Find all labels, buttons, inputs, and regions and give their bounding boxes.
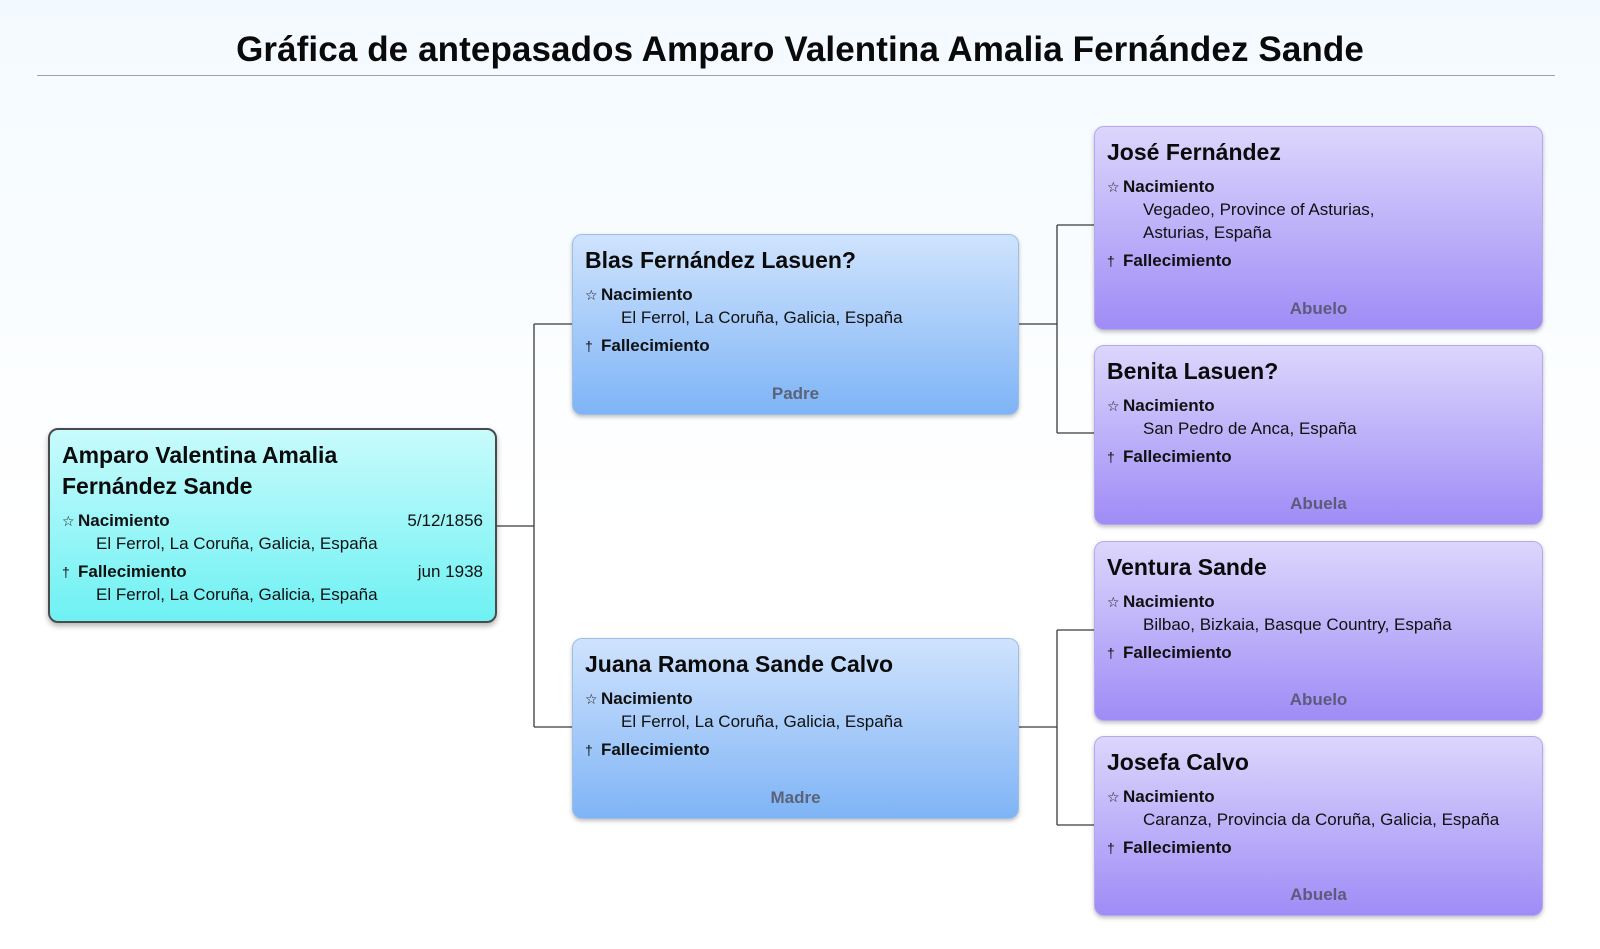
star-outline-icon: ☆ [1107,398,1120,414]
death-event: † Fallecimiento [585,335,1006,357]
death-label: Fallecimiento [1123,447,1232,466]
birth-place: San Pedro de Anca, España [1143,419,1357,438]
person-card-father[interactable]: Blas Fernández Lasuen? ☆ Nacimiento El F… [572,234,1019,415]
person-name: Josefa Calvo [1107,749,1249,775]
star-outline-icon: ☆ [1107,789,1120,805]
connector-father-grandparents [1019,224,1094,434]
birth-place: Bilbao, Bizkaia, Basque Country, España [1143,615,1452,634]
person-name: Amparo Valentina Amalia Fernández Sande [62,442,338,499]
birth-place-line1: Vegadeo, Province of Asturias, [1143,200,1375,219]
star-outline-icon: ☆ [1107,594,1120,610]
dagger-cross-icon: † [585,742,593,758]
dagger-cross-icon: † [1107,645,1115,661]
person-name: Benita Lasuen? [1107,358,1279,384]
dagger-cross-icon: † [1107,253,1115,269]
relationship-label: Madre [770,788,821,807]
person-name: José Fernández [1107,139,1281,165]
death-label: Fallecimiento [1123,643,1232,662]
person-card-maternal-grandfather[interactable]: Ventura Sande ☆ Nacimiento Bilbao, Bizka… [1094,541,1543,721]
birth-event: ☆ Nacimiento El Ferrol, La Coruña, Galic… [585,284,1006,329]
birth-place: El Ferrol, La Coruña, Galicia, España [96,534,378,553]
relationship-label: Abuela [1290,885,1347,904]
relationship-label: Padre [771,384,820,403]
person-card-maternal-grandmother[interactable]: Josefa Calvo ☆ Nacimiento Caranza, Provi… [1094,736,1543,916]
death-label: Fallecimiento [1123,838,1232,857]
birth-event: ☆ Nacimiento El Ferrol, La Coruña, Galic… [585,688,1006,733]
birth-date: 5/12/1856 [407,511,483,530]
birth-label: Nacimiento [601,285,693,304]
star-outline-icon: ☆ [585,691,598,707]
star-outline-icon: ☆ [1107,179,1120,195]
birth-event: ☆ Nacimiento Vegadeo, Province of Asturi… [1107,176,1530,244]
death-place: El Ferrol, La Coruña, Galicia, España [96,585,378,604]
person-card-mother[interactable]: Juana Ramona Sande Calvo ☆ Nacimiento El… [572,638,1019,819]
person-name: Ventura Sande [1107,554,1267,580]
relationship-label: Abuela [1290,494,1347,513]
death-event: † Fallecimiento [1107,250,1530,272]
birth-label: Nacimiento [78,511,170,530]
person-card-root[interactable]: Amparo Valentina Amalia Fernández Sande … [48,428,497,623]
dagger-cross-icon: † [585,338,593,354]
star-outline-icon: ☆ [585,287,598,303]
death-event: † Fallecimiento [585,739,1006,761]
death-event: † Fallecimiento jun 1938 El Ferrol, La C… [62,561,483,606]
title-divider [37,75,1555,76]
dagger-cross-icon: † [1107,449,1115,465]
death-label: Fallecimiento [601,740,710,759]
death-label: Fallecimiento [1123,251,1232,270]
birth-label: Nacimiento [1123,177,1215,196]
dagger-cross-icon: † [62,564,70,580]
death-event: † Fallecimiento [1107,837,1530,859]
person-card-paternal-grandfather[interactable]: José Fernández ☆ Nacimiento Vegadeo, Pro… [1094,126,1543,330]
person-name: Blas Fernández Lasuen? [585,247,856,273]
birth-event: ☆ Nacimiento Bilbao, Bizkaia, Basque Cou… [1107,591,1530,636]
chart-title: Gráfica de antepasados Amparo Valentina … [236,30,1364,69]
death-label: Fallecimiento [78,562,187,581]
person-name: Juana Ramona Sande Calvo [585,651,894,677]
dagger-cross-icon: † [1107,840,1115,856]
birth-event: ☆ Nacimiento 5/12/1856 El Ferrol, La Cor… [62,510,483,555]
connector-root-parents [497,323,572,728]
person-card-paternal-grandmother[interactable]: Benita Lasuen? ☆ Nacimiento San Pedro de… [1094,345,1543,525]
birth-label: Nacimiento [601,689,693,708]
birth-event: ☆ Nacimiento San Pedro de Anca, España [1107,395,1530,440]
relationship-label: Abuelo [1289,299,1348,318]
star-outline-icon: ☆ [62,513,75,529]
birth-place: El Ferrol, La Coruña, Galicia, España [621,712,903,731]
relationship-label: Abuelo [1289,690,1348,709]
birth-label: Nacimiento [1123,592,1215,611]
birth-place-line2: Asturias, España [1143,223,1272,242]
death-event: † Fallecimiento [1107,446,1530,468]
birth-place: El Ferrol, La Coruña, Galicia, España [621,308,903,327]
connector-mother-grandparents [1019,629,1094,826]
birth-label: Nacimiento [1123,396,1215,415]
birth-event: ☆ Nacimiento Caranza, Provincia da Coruñ… [1107,786,1530,831]
death-date: jun 1938 [417,562,483,581]
birth-place: Caranza, Provincia da Coruña, Galicia, E… [1143,810,1500,829]
death-label: Fallecimiento [601,336,710,355]
death-event: † Fallecimiento [1107,642,1530,664]
birth-label: Nacimiento [1123,787,1215,806]
